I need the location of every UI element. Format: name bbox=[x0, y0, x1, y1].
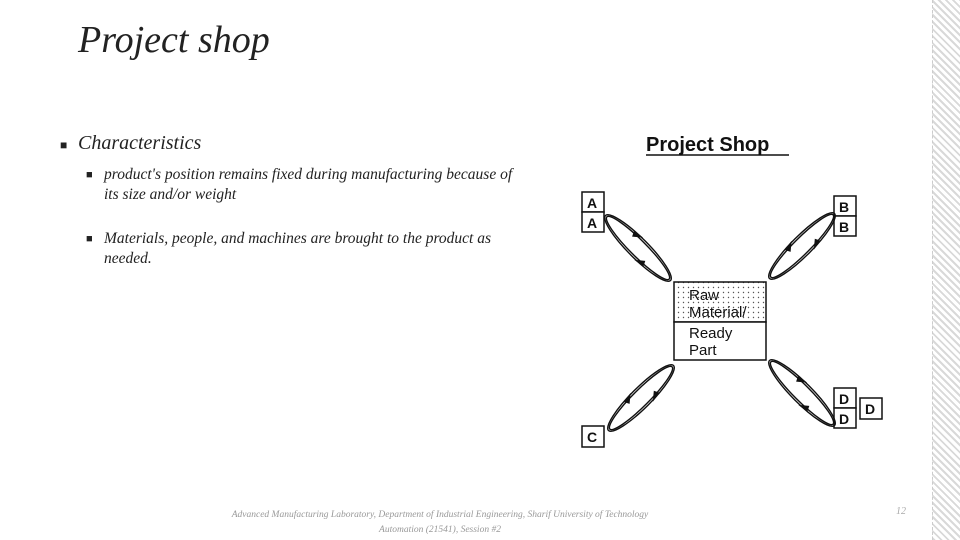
center-bottom-line-1: Ready bbox=[689, 325, 733, 342]
square-bullet-icon: ■ bbox=[86, 233, 93, 245]
center-box-bottom bbox=[673, 321, 767, 361]
bullet-characteristics: ■ Characteristics bbox=[60, 132, 530, 155]
sub-bullet-2: ■ Materials, people, and machines are br… bbox=[86, 229, 530, 269]
center-top-line-2: Material/ bbox=[689, 304, 747, 321]
station-d-side-label: D bbox=[865, 401, 875, 417]
station-b-label-1: B bbox=[839, 199, 849, 215]
loop-arrow-a-icon bbox=[604, 214, 672, 282]
slide-title: Project shop bbox=[78, 19, 270, 61]
station-a-label-1: A bbox=[587, 195, 597, 211]
loop-arrow-b-icon bbox=[768, 212, 836, 280]
square-bullet-icon: ■ bbox=[60, 138, 68, 152]
sub-bullet-text: product's position remains fixed during … bbox=[104, 166, 513, 203]
sub-bullet-1: ■ product's position remains fixed durin… bbox=[86, 165, 530, 205]
center-top-line-1: Raw bbox=[689, 287, 719, 304]
station-d-label-2: D bbox=[839, 411, 849, 427]
square-bullet-icon: ■ bbox=[86, 169, 93, 181]
station-c bbox=[581, 425, 605, 448]
loop-arrow-d-icon bbox=[768, 359, 836, 427]
center-bottom-line-2: Part bbox=[689, 342, 717, 359]
station-c-label: C bbox=[587, 429, 597, 445]
diagram-title: Project Shop bbox=[646, 134, 769, 156]
bullet-text: Characteristics bbox=[78, 132, 202, 154]
decorative-edge-pattern bbox=[932, 0, 960, 540]
footer-line-2: Automation (21541), Session #2 bbox=[379, 525, 501, 535]
station-d-side bbox=[859, 397, 883, 420]
bullet-list: ■ Characteristics ■ product's position r… bbox=[60, 132, 530, 293]
slide-footer: Advanced Manufacturing Laboratory, Depar… bbox=[185, 508, 695, 538]
station-a-bottom bbox=[581, 211, 605, 233]
sub-bullet-text: Materials, people, and machines are brou… bbox=[104, 230, 492, 267]
loop-arrow-c-icon bbox=[607, 364, 675, 432]
station-b-bottom bbox=[833, 215, 857, 237]
project-shop-diagram: Project Shop Raw Material/ Ready Part A … bbox=[581, 134, 883, 448]
footer-line-1: Advanced Manufacturing Laboratory, Depar… bbox=[231, 510, 649, 520]
page-number: 12 bbox=[896, 506, 906, 517]
station-a-label-2: A bbox=[587, 215, 597, 231]
station-b-label-2: B bbox=[839, 219, 849, 235]
station-d-label-1: D bbox=[839, 391, 849, 407]
